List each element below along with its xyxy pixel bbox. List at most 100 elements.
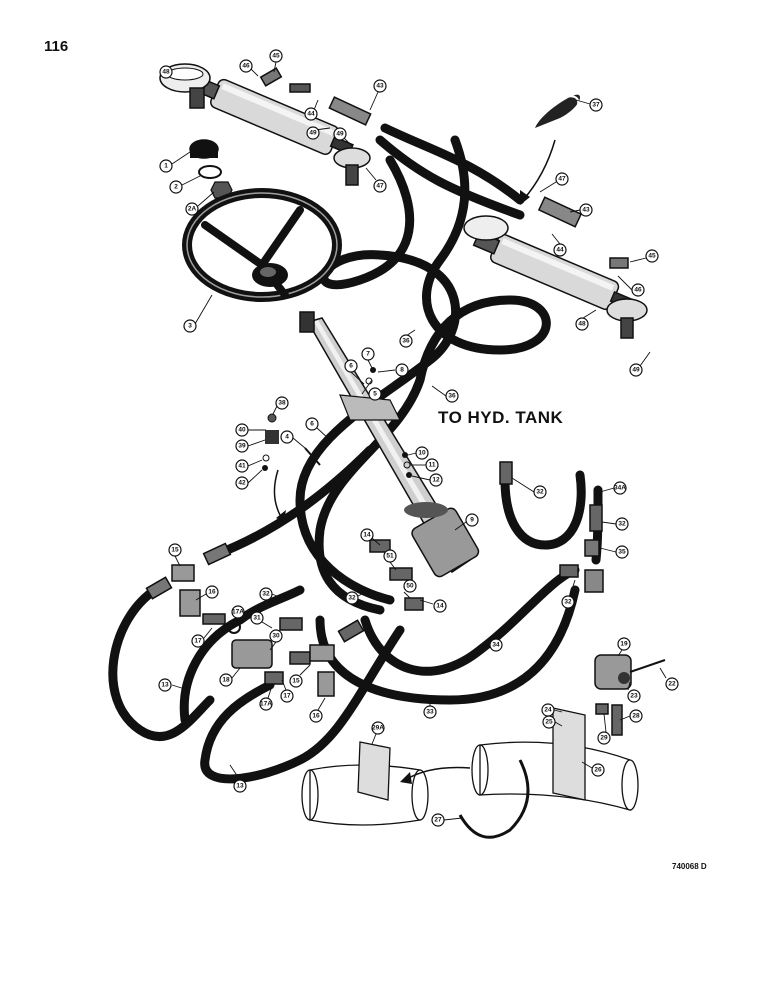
callout-32-right-lower: 32: [561, 579, 576, 609]
bracket-pointer-arrowhead: [400, 772, 412, 784]
callout-48-lower: 48: [575, 309, 597, 331]
horn-button-parts: [189, 139, 233, 199]
svg-text:5: 5: [373, 391, 377, 398]
lower-fittings: [145, 461, 604, 697]
svg-text:44: 44: [556, 247, 564, 254]
svg-text:40: 40: [238, 427, 246, 434]
svg-text:23: 23: [630, 693, 638, 700]
svg-text:16: 16: [208, 589, 216, 596]
hose-47-lower: [375, 135, 525, 220]
page-number: 116: [44, 38, 69, 55]
svg-text:24: 24: [544, 707, 552, 714]
svg-text:44: 44: [307, 111, 315, 118]
svg-text:45: 45: [648, 253, 656, 260]
svg-text:47: 47: [558, 176, 566, 183]
callout-49-b: 49: [333, 127, 353, 147]
svg-text:49: 49: [632, 367, 640, 374]
callout-17a-upper: 17A: [231, 605, 245, 625]
svg-text:43: 43: [376, 83, 384, 90]
svg-text:51: 51: [386, 553, 394, 560]
svg-text:32: 32: [536, 489, 544, 496]
callout-35: 35: [599, 545, 629, 559]
svg-text:30: 30: [272, 633, 280, 640]
svg-text:11: 11: [429, 462, 436, 469]
callout-17a-lower: 17A: [259, 685, 273, 711]
svg-text:6: 6: [349, 363, 353, 370]
top-fittings: [259, 67, 629, 269]
svg-text:3: 3: [188, 323, 192, 330]
callout-18: 18: [219, 667, 241, 687]
svg-text:37: 37: [592, 102, 600, 109]
callouts: 1 2 2A 3 4 5 6 6 7 8 9 10 11 12 13 13 14…: [158, 49, 679, 827]
svg-text:33: 33: [426, 709, 434, 716]
hose-33: [315, 585, 580, 705]
callout-45-lower: 45: [629, 249, 659, 263]
callout-13-bottom: 13: [229, 764, 247, 793]
callout-42: 42: [235, 469, 263, 490]
callout-36-upper: 36: [399, 329, 416, 348]
svg-text:29A: 29A: [372, 725, 384, 732]
svg-text:34A: 34A: [614, 485, 626, 492]
callout-43-upper: 43: [369, 79, 387, 111]
hose-47-upper: [380, 123, 525, 205]
svg-text:8: 8: [400, 367, 404, 374]
svg-text:50: 50: [406, 583, 414, 590]
callout-29a: 29A: [371, 721, 385, 745]
callout-25: 25: [542, 715, 563, 729]
callout-15-upper: 15: [168, 543, 182, 567]
callout-24: 24: [541, 703, 563, 717]
svg-text:27: 27: [434, 817, 442, 824]
svg-text:34: 34: [492, 642, 500, 649]
svg-text:25: 25: [545, 719, 553, 726]
hose-tank-return: [500, 470, 586, 550]
svg-text:38: 38: [278, 400, 286, 407]
svg-text:49: 49: [336, 131, 344, 138]
callout-43-lower: 43: [569, 203, 593, 217]
callout-12: 12: [411, 473, 443, 487]
hose-left-15: [179, 585, 305, 725]
svg-text:14: 14: [363, 532, 371, 539]
svg-text:9: 9: [470, 517, 474, 524]
svg-text:47: 47: [376, 183, 384, 190]
svg-text:39: 39: [238, 443, 246, 450]
svg-text:35: 35: [618, 549, 626, 556]
callout-17-right: 17: [280, 679, 294, 703]
svg-text:42: 42: [238, 480, 246, 487]
callout-7: 7: [361, 347, 375, 369]
svg-text:12: 12: [432, 477, 440, 484]
svg-text:17A: 17A: [232, 609, 244, 616]
svg-text:6: 6: [310, 421, 314, 428]
svg-text:13: 13: [161, 682, 169, 689]
callout-3: 3: [183, 294, 213, 333]
callout-48-upper: 48: [159, 65, 173, 79]
fitting-19-and-bolt: [594, 654, 666, 736]
callout-13-left: 13: [158, 678, 189, 692]
svg-text:26: 26: [594, 767, 602, 774]
clip-37: [535, 94, 580, 128]
callout-38: 38: [272, 396, 289, 415]
svg-text:48: 48: [578, 321, 586, 328]
callout-32-tank: 32: [511, 477, 547, 499]
callout-6-upper: 6: [344, 359, 365, 385]
callout-47-lower: 47: [539, 172, 569, 193]
callout-15-lower: 15: [289, 664, 311, 688]
callout-49-c: 49: [629, 351, 651, 377]
callout-22: 22: [659, 667, 679, 691]
svg-text:45: 45: [272, 53, 280, 60]
callout-1: 1: [159, 151, 191, 173]
callout-37: 37: [575, 98, 603, 112]
svg-text:32: 32: [262, 591, 270, 598]
callout-8: 8: [377, 363, 409, 377]
svg-text:28: 28: [632, 713, 640, 720]
callout-29: 29: [597, 713, 611, 745]
hose-main-diagonal: [210, 445, 375, 560]
svg-text:17: 17: [194, 638, 202, 645]
svg-text:13: 13: [236, 783, 244, 790]
callout-41: 41: [235, 459, 263, 473]
svg-text:14: 14: [436, 603, 444, 610]
steering-cylinder-lower: [463, 215, 648, 339]
callout-14-lower: 14: [419, 599, 447, 613]
hose-36-b: [314, 135, 551, 615]
callout-32-left: 32: [259, 587, 283, 601]
